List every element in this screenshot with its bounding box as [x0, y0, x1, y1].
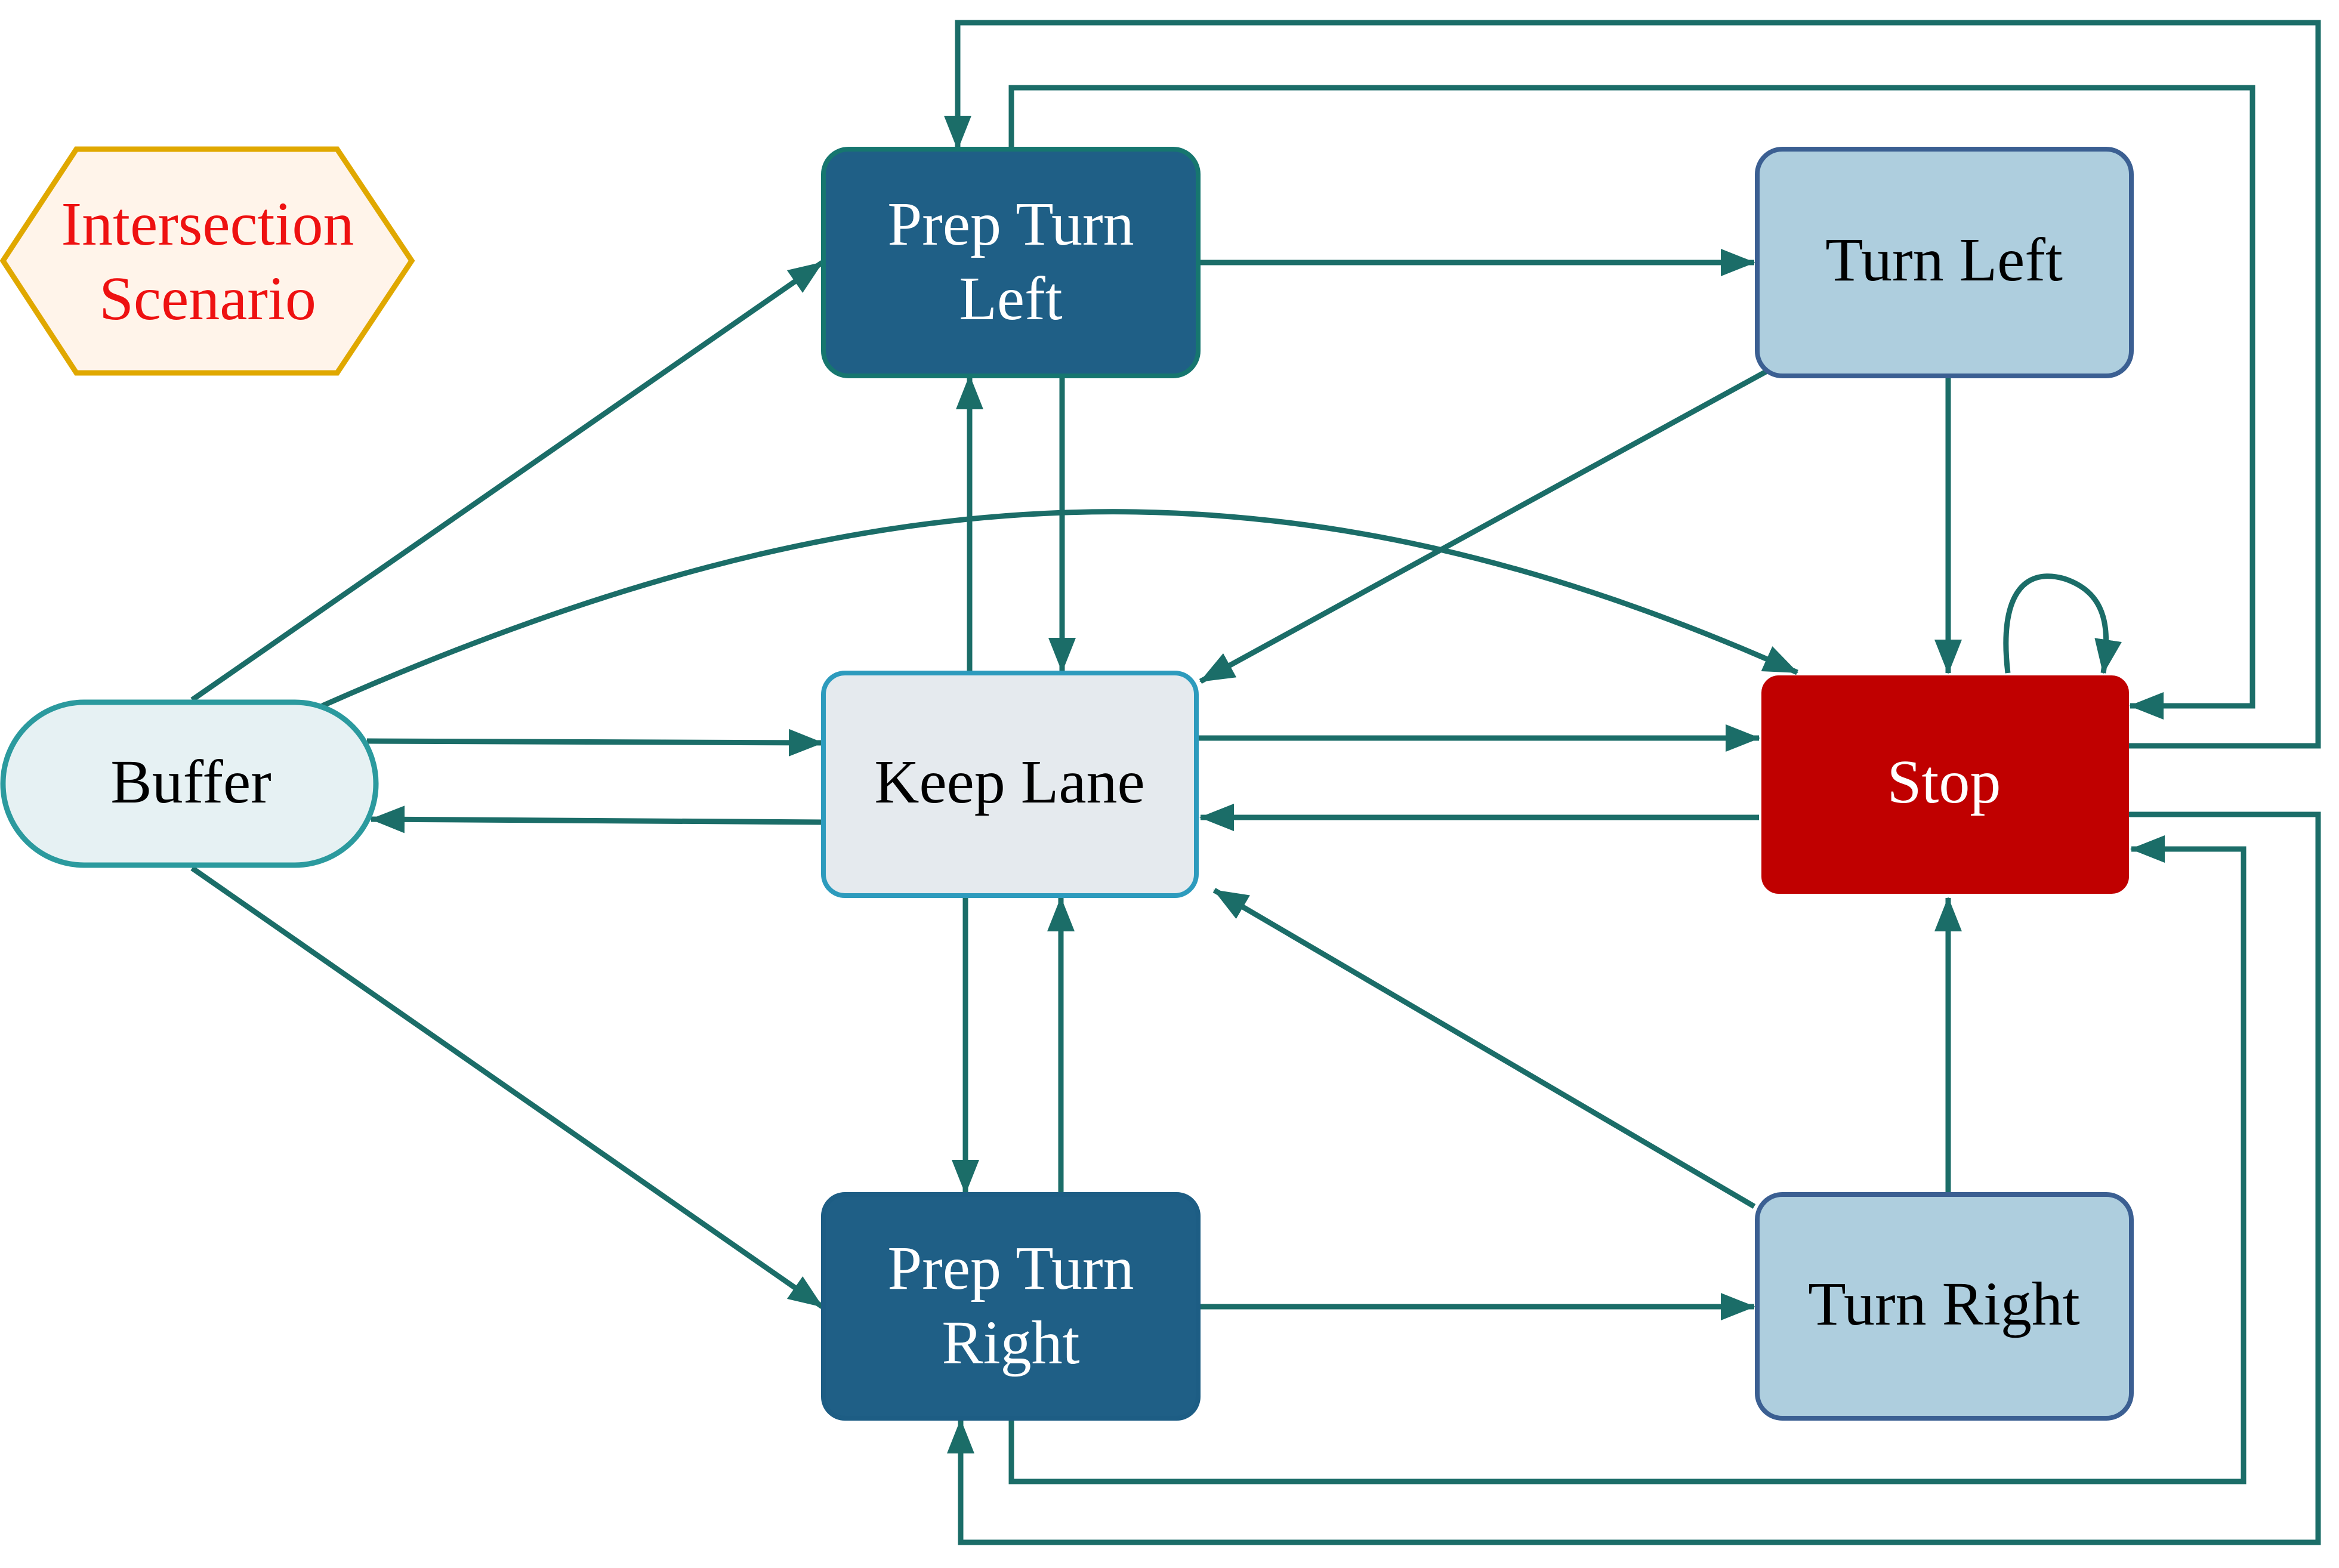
edge-stop-self-loop: [2003, 573, 2122, 674]
scenario-title-line2: Scenario: [99, 264, 316, 333]
node-prep-turn-left[interactable]: Prep Turn Left: [821, 147, 1201, 378]
edge-prep-turn-right-to-stop: [1008, 835, 2247, 1484]
edge-buffer-to-stop: [321, 509, 1798, 709]
edge-stop-to-prep-turn-right: [947, 811, 2321, 1545]
edge-prep-turn-left-to-stop: [1008, 85, 2255, 720]
edge-turn-left-to-keep-lane: [1199, 368, 1771, 684]
node-keep-lane-label: Keep Lane: [874, 748, 1144, 816]
node-turn-right-label: Turn Right: [1808, 1270, 2080, 1338]
edge-buffer-to-prep-turn-left: [190, 260, 824, 702]
node-prep-turn-right-label-line1: Prep Turn: [887, 1234, 1134, 1302]
edge-buffer-to-keep-lane: [366, 729, 823, 757]
scenario-title-line1: Intersection: [61, 190, 354, 258]
edge-buffer-to-prep-turn-right: [190, 866, 824, 1309]
node-turn-left-label: Turn Left: [1825, 226, 2063, 294]
node-stop-label: Stop: [1887, 748, 2001, 816]
edges: [190, 20, 2321, 1545]
node-buffer[interactable]: Buffer: [0, 699, 379, 868]
node-keep-lane[interactable]: Keep Lane: [821, 671, 1199, 898]
node-turn-left[interactable]: Turn Left: [1755, 147, 2134, 378]
node-stop[interactable]: Stop: [1761, 675, 2129, 894]
node-prep-turn-left-label-line1: Prep Turn: [887, 190, 1134, 258]
scenario-hexagon: Intersection Scenario: [0, 146, 415, 376]
node-buffer-label: Buffer: [110, 748, 271, 816]
node-prep-turn-right[interactable]: Prep Turn Right: [821, 1192, 1201, 1421]
edge-stop-to-prep-turn-left: [944, 20, 2321, 749]
node-prep-turn-right-label-line2: Right: [942, 1308, 1079, 1377]
edge-turn-right-to-keep-lane: [1212, 888, 1756, 1209]
edge-keep-lane-to-buffer: [370, 805, 824, 834]
node-prep-turn-left-label-line2: Left: [959, 264, 1062, 333]
node-turn-right[interactable]: Turn Right: [1755, 1192, 2134, 1421]
